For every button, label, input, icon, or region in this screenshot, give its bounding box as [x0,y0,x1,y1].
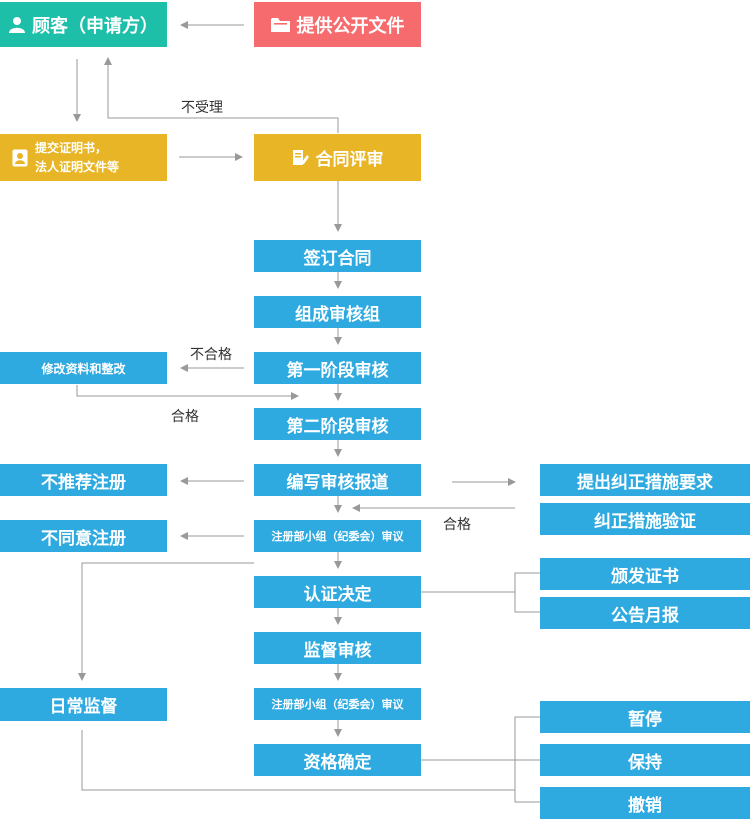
contract-review-label: 合同评审 [315,150,384,170]
line-daily-to-revoke [81,730,515,791]
revoke-box: 撤销 [540,787,750,819]
review-group-1-label: 注册部小组（纪委会）审议 [271,530,404,543]
review-group-2-box: 注册部小组（纪委会）审议 [254,688,421,720]
daily-supervision-box: 日常监督 [0,688,167,721]
review-group-2-label: 注册部小组（纪委会）审议 [271,698,404,711]
contract-review-box: 合同评审 [254,134,421,181]
edge-label-unqualified: 不合格 [190,347,232,363]
modify-label: 修改资料和整改 [41,361,126,376]
line-bracket-suspend-revoke [514,716,540,803]
suspend-box: 暂停 [540,701,750,733]
stage2-label: 第二阶段审核 [286,416,389,437]
stage2-box: 第二阶段审核 [254,408,421,440]
arrow-to-daily-supervision [78,562,254,681]
suspend-label: 暂停 [628,709,662,730]
disagree-box: 不同意注册 [0,520,167,552]
modify-box: 修改资料和整改 [0,352,167,384]
edge-label-qualified-2: 合格 [443,517,471,533]
sign-contract-box: 签订合同 [254,240,421,272]
edge-label-not-accepted: 不受理 [181,100,223,116]
disagree-label: 不同意注册 [41,528,126,549]
form-team-box: 组成审核组 [254,296,421,328]
qualification-label: 资格确定 [303,752,372,773]
id-card-icon [12,149,28,167]
document-edit-icon [292,149,309,166]
not-recommend-label: 不推荐注册 [41,472,126,493]
stage1-box: 第一阶段审核 [254,352,421,384]
review-group-1-box: 注册部小组（纪委会）审议 [254,520,421,552]
submit-docs-box: 提交证明书， 法人证明文件等 [0,134,167,181]
cert-decision-label: 认证决定 [303,584,372,605]
user-icon [9,16,25,33]
daily-supervision-label: 日常监督 [49,697,118,717]
arrow-reject-to-customer [104,57,339,133]
issue-cert-box: 颁发证书 [540,558,750,590]
qualification-box: 资格确定 [254,744,421,776]
provide-files-box: 提供公开文件 [254,2,421,47]
write-report-label: 编写审核报道 [286,472,389,493]
issue-cert-label: 颁发证书 [611,566,679,587]
supervise-audit-box: 监督审核 [254,632,421,664]
corrective-verify-label: 纠正措施验证 [594,511,696,532]
sign-contract-label: 签订合同 [303,248,372,269]
revoke-label: 撤销 [628,795,662,816]
arrow-modify-to-stage2 [76,385,299,400]
maintain-box: 保持 [540,744,750,776]
stage1-label: 第一阶段审核 [286,360,389,381]
folder-icon [270,17,290,32]
form-team-label: 组成审核组 [295,304,380,325]
submit-docs-line1: 提交证明书， [35,140,108,155]
corrective-request-box: 提出纠正措施要求 [540,464,750,496]
announce-box: 公告月报 [540,597,750,629]
submit-docs-line2: 法人证明文件等 [35,159,120,174]
line-bracket-issue-announce [514,572,540,613]
customer-label: 顾客（申请方） [32,15,158,37]
customer-box: 顾客（申请方） [0,2,167,47]
write-report-box: 编写审核报道 [254,464,421,496]
announce-label: 公告月报 [611,605,679,626]
corrective-verify-box: 纠正措施验证 [540,503,750,535]
supervise-audit-label: 监督审核 [303,640,372,661]
cert-decision-box: 认证决定 [254,576,421,608]
maintain-label: 保持 [628,752,662,773]
corrective-request-label: 提出纠正措施要求 [577,472,713,493]
provide-files-label: 提供公开文件 [296,15,405,37]
not-recommend-box: 不推荐注册 [0,464,167,496]
edge-label-qualified-1: 合格 [171,409,199,425]
